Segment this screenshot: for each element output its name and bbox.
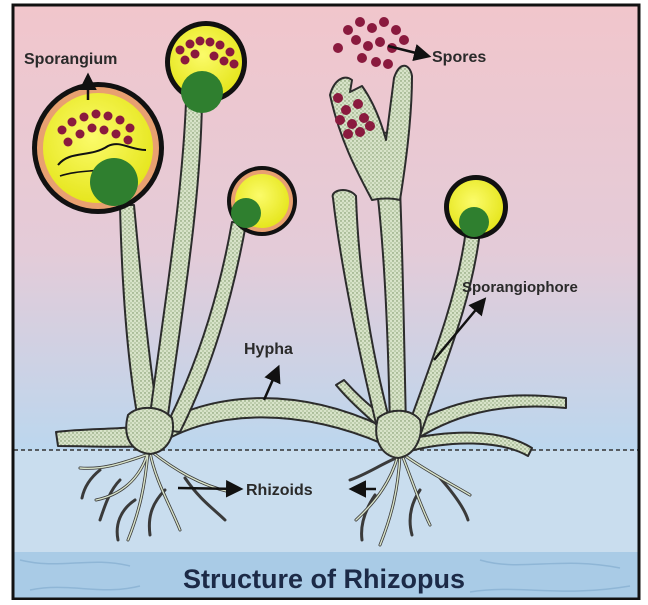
label-sporangiophore: Sporangiophore — [462, 279, 578, 296]
arrow-rhizoids-left — [178, 488, 240, 489]
label-spores: Spores — [432, 49, 486, 66]
label-sporangium: Sporangium — [24, 51, 117, 68]
left-stalk-base — [126, 408, 173, 454]
sporangium-medium — [227, 166, 297, 236]
sporangium-large — [32, 82, 164, 214]
diagram-title: Structure of Rhizopus — [183, 564, 465, 594]
label-hypha: Hypha — [244, 341, 293, 358]
background-sky — [14, 6, 638, 450]
label-rhizoids: Rhizoids — [246, 482, 313, 499]
sporangium-right — [444, 175, 508, 239]
